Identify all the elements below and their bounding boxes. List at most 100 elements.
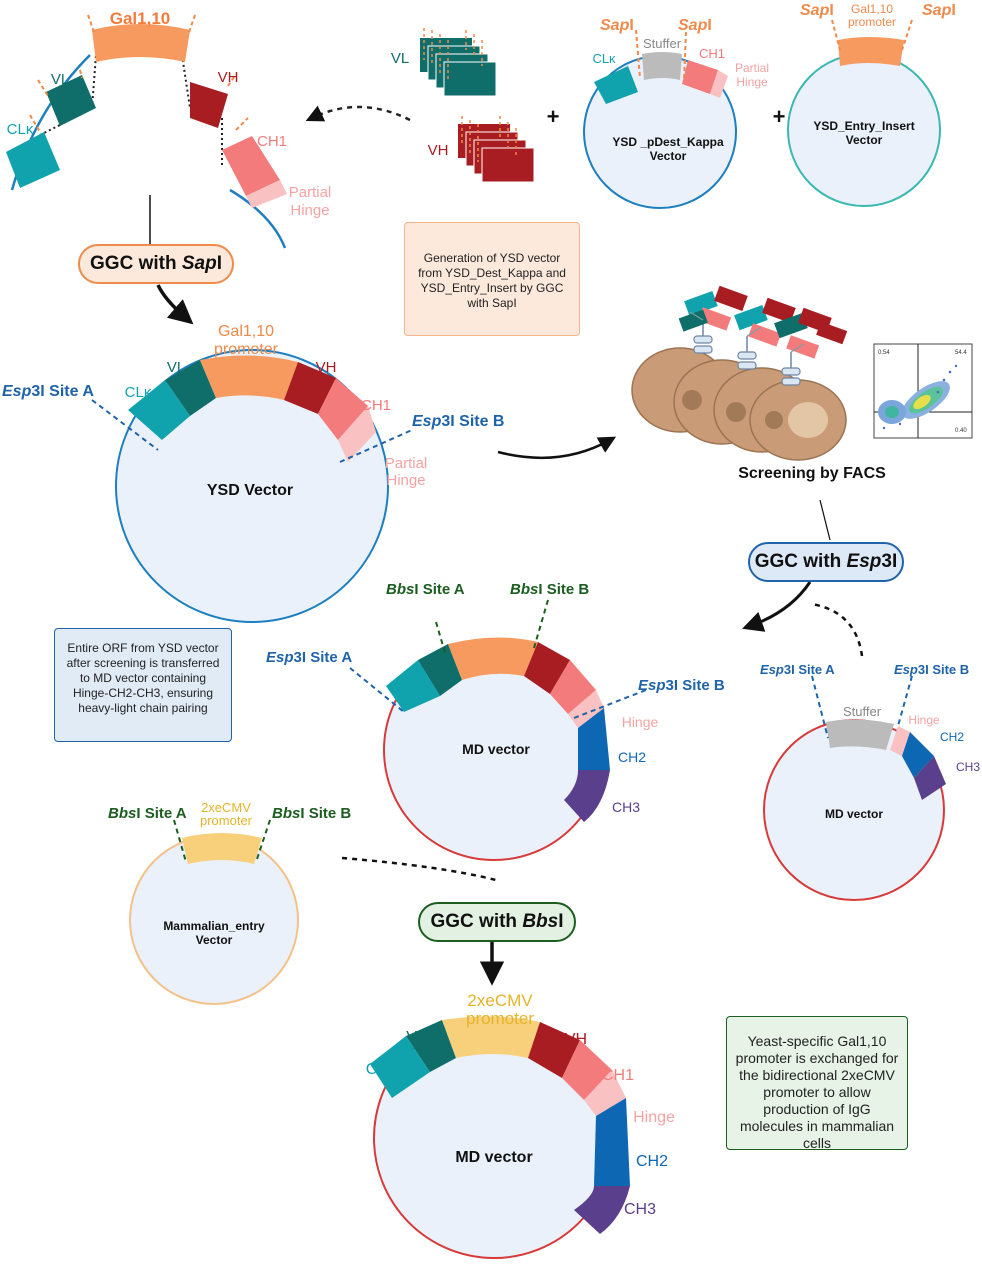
pill-bbs-enzyme: Bbs <box>522 911 559 932</box>
info-cmv-text: Yeast-specific Gal1,10 promoter is excha… <box>735 1033 899 1151</box>
facs-q4-value: 0.40 <box>955 428 967 434</box>
md-mid-ch2-label: CH2 <box>618 749 646 765</box>
clk-segment <box>6 132 60 188</box>
md-final-vl-segment <box>406 1020 456 1072</box>
ysd-vl-label: VL <box>167 359 185 376</box>
partial-hinge-segment <box>246 180 287 208</box>
md-mid-ch2-segment <box>578 708 610 770</box>
ysd-clk-label: CLκ <box>125 384 152 401</box>
pdest-sap-label-b: SapI <box>678 17 712 34</box>
md-final-ch2-segment <box>594 1098 630 1186</box>
arrow-ggc-esp <box>742 581 812 632</box>
md-mid-vector-name: MD vector <box>462 741 530 757</box>
md-right-ch3-label: CH3 <box>956 760 980 774</box>
pdest-hinge-segment <box>710 70 728 98</box>
md-right-esp-site-a-label: Esp3I Site A <box>760 662 835 677</box>
gal-segment <box>92 24 190 62</box>
pdest-sap-label-a: SapI <box>600 17 634 34</box>
md-mid-ch3-segment <box>564 770 610 822</box>
ysd-ch1-label: CH1 <box>361 397 391 414</box>
info-box-ysd-generation: Generation of YSD vector from YSD_Dest_K… <box>404 222 580 336</box>
md-mid-bbs-site-b-label: BbsI Site B <box>510 581 589 598</box>
pdest-clk-segment <box>594 66 638 104</box>
ysd-vector-name: YSD Vector <box>207 482 293 499</box>
md-right-stuffer-label: Stuffer <box>843 704 882 719</box>
md-final-promoter-segment <box>442 1016 540 1058</box>
md-right-hinge-segment <box>890 726 910 756</box>
fragment-vl-label: VL <box>391 50 409 67</box>
md-vector-right: Esp3I Site A Esp3I Site B Stuffer Hinge … <box>760 662 980 901</box>
pill-esp-enzyme: Esp <box>846 551 882 572</box>
entry-promoter-segment <box>838 37 904 66</box>
ysd-vl-segment <box>165 360 216 416</box>
md-mid-clk-segment <box>386 660 440 712</box>
fragment-vh-label: VH <box>428 142 449 159</box>
md-mid-ch1-segment <box>550 660 596 714</box>
md-right-ch3-segment <box>914 756 946 800</box>
md-final-vh-label: VH <box>565 1031 587 1048</box>
pill-sap-enzyme: Sap <box>181 253 217 274</box>
md-mid-promoter-segment <box>448 637 538 680</box>
pill-bbs-suffix: I <box>558 911 564 932</box>
plus-sign-1: + <box>547 104 560 129</box>
md-mid-hinge-label: Hinge <box>622 714 659 730</box>
md-right-hinge-label: Hinge <box>908 713 940 727</box>
md-final-vector-name: MD vector <box>455 1149 532 1166</box>
pill-sap-suffix: I <box>216 253 222 274</box>
facs-line <box>819 499 831 541</box>
ysd-esp-site-a-label: Esp3I Site A <box>2 383 94 400</box>
vl-label: VL <box>51 71 69 88</box>
ysd-promoter-segment <box>200 355 298 400</box>
md-final-clk-segment <box>370 1036 430 1098</box>
pdest-stuffer-label: Stuffer <box>643 36 682 51</box>
md-right-esp-site-b-label: Esp3I Site B <box>894 662 969 677</box>
md-vector-middle: BbsI Site A BbsI Site B Esp3I Site A Esp… <box>266 581 725 861</box>
md-final-vh-segment <box>528 1022 580 1078</box>
md-final-ch3-label: CH3 <box>624 1201 656 1218</box>
md-right-stuffer-segment <box>826 719 894 750</box>
facs-plot: 0.54 54.4 0.40 <box>873 343 973 439</box>
fragment-stack-vl <box>420 28 497 97</box>
entry-sap-label-a: SapI <box>800 2 834 19</box>
md-final-ch1-segment <box>562 1040 612 1100</box>
info-ysd-text: Generation of YSD vector from YSD_Dest_K… <box>418 251 566 310</box>
md-mid-esp-site-b-label: Esp3I Site B <box>638 677 725 694</box>
ysd-ch1-segment <box>318 378 368 440</box>
md-final-ch3-segment <box>574 1186 630 1234</box>
md-mid-vh-segment <box>524 642 570 694</box>
vl-segment <box>46 75 96 126</box>
ysd-vh-segment <box>284 362 336 414</box>
pdest-ch1-segment <box>682 60 718 94</box>
facs-q1-value: 0.54 <box>878 350 890 356</box>
md-final-ch1-label: CH1 <box>602 1067 634 1084</box>
pdest-clk-label: CLκ <box>592 51 616 66</box>
facs-q2-value: 54.4 <box>955 350 967 356</box>
fragment-stack-vh <box>458 116 535 183</box>
ysd-vh-label: VH <box>316 359 337 376</box>
md-mid-vl-segment <box>418 644 462 696</box>
pill-esp-suffix: 3I <box>881 551 898 572</box>
vh-segment <box>190 82 228 128</box>
vh-label: VH <box>218 69 239 86</box>
mammal-bbs-site-b-label: BbsI Site B <box>272 805 351 822</box>
md-mid-bbs-site-a-label: BbsI Site A <box>386 581 465 598</box>
facs-title: Screening by FACS <box>738 465 886 482</box>
info-box-promoter-exchange: Yeast-specific Gal1,10 promoter is excha… <box>726 1016 908 1151</box>
dashed-arrow-md-right <box>811 602 864 657</box>
info-box-orf-transfer: Entire ORF from YSD vector after screeni… <box>54 628 232 742</box>
md-final-hinge-segment <box>584 1070 626 1116</box>
info-orf-text: Entire ORF from YSD vector after screeni… <box>66 641 220 715</box>
ysd-clk-segment <box>128 380 190 440</box>
